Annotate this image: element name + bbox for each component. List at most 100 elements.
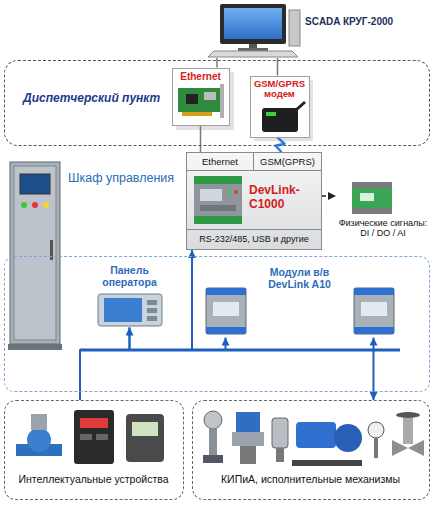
signal-module-icon [352,182,392,188]
smart-device-icons [27,428,51,452]
control-cabinet-icon [32,202,38,208]
io-module-icon [354,288,394,295]
io-module-icon [361,302,387,316]
io-module-icon [206,288,246,334]
controller-icon [186,152,322,250]
controller-box: EthernetGSM(GPRS)DevLink-C1000RS-232/485… [186,152,322,250]
field-device-icons [203,455,223,463]
scada-computer: SCADA КРУГ-2000 [205,2,405,58]
controller-icon [194,176,242,224]
smart-device-icons [132,422,158,436]
network-card-icon [220,84,224,118]
signal-module-icon [360,193,374,201]
io-modules: Модули в/в DevLink A10 [200,262,400,338]
signals-label: Физические сигналы: DI / DO / AI [336,218,430,239]
connector-group [80,58,374,400]
operator-panel-icon [147,308,157,313]
smart-device-icons [80,418,108,428]
io-module-icon [206,288,394,334]
control-cabinet-icon [14,166,56,340]
operator-panel-icon [98,294,162,326]
field-device-icons [296,422,336,448]
field-device-icons [292,460,362,466]
smart-device-icons [16,410,164,464]
gsm-modem-box: GSM/GPRS модем [250,76,310,138]
field-device-icons [204,411,222,429]
smart-device-icons [74,410,114,464]
operator-panel: Панель оператора [88,262,172,328]
controller-icon [200,189,222,201]
physical-signals: Физические сигналы: DI / DO / AI [336,176,430,248]
controller-icon [234,190,238,194]
network-cable [200,126,202,153]
signal-module-icon [352,182,392,214]
bus-link [373,338,375,401]
field-device-icons [203,411,424,466]
gsm-modem-icon [262,108,298,132]
controller-icon [194,216,242,224]
io-module-icon [213,302,239,316]
dispatch-region: EthernetGSM/GPRS модемДиспетчерский пунк… [4,60,430,146]
field-device-icons [403,418,413,444]
control-cabinet-icon [8,344,62,350]
cabinet-region: Панель оператораМодули в/в DevLink A10Шк… [4,256,430,392]
control-cabinet-icon [10,162,60,344]
smart-device-icons [126,414,164,462]
modules-label: Модули в/в DevLink A10 [252,266,348,291]
panel-label: Панель оператора [88,264,172,289]
controller-icon [200,205,236,211]
region-title: Шкаф управления [68,171,174,185]
field-device-icons [240,446,256,464]
card-label: Ethernet [173,71,229,82]
control-cabinet-icon [50,240,53,260]
field-device-icons [368,422,384,438]
io-module-icon [206,288,246,295]
field-device-icons [236,412,260,432]
bus-link [80,328,130,401]
region-title: КИПиА, исполнительные механизмы [193,473,428,485]
computer-icon [208,4,300,57]
control-cabinet-icon [43,202,49,208]
signal-module-icon [352,182,392,214]
operator-panel-icon [147,316,157,321]
device-name: DevLink-C1000 [249,183,319,212]
field-device-icons [232,432,264,446]
signal-module-icon [352,208,392,214]
control-cabinet-icon [21,202,27,208]
network-card-icon [178,88,220,112]
gsm-modem-icon [296,102,305,110]
computer-icon [208,51,298,57]
computer-icon [224,8,282,39]
network-card-icon [186,94,198,104]
field-device-icons [272,418,288,448]
radio-link [276,138,285,153]
smart-devices-region: Интеллектуальные устройства [4,400,184,500]
gsm-modem-icon [251,77,313,141]
port-cell: Ethernet [187,153,254,171]
io-module-icon [354,327,394,334]
smart-device-icons [31,414,47,430]
operator-panel-icon [104,298,142,322]
control-cabinet-icon [20,174,50,194]
field-devices-region: КИПиА, исполнительные механизмы [192,400,430,500]
smart-device-icons [96,434,108,440]
signal-arrow [322,195,336,196]
field-device-icons [396,412,420,418]
computer-label: SCADA КРУГ-2000 [305,16,393,27]
field-device-icons [334,424,362,452]
computer-icon [289,10,300,46]
gsm-modem-icon [266,112,276,116]
controller-icon [194,176,242,184]
bus-link [192,250,226,350]
io-module-icon [354,288,394,334]
controller-icon [228,190,232,194]
network-card-icon [173,69,234,130]
field-device-icons [374,438,378,458]
network-card-icon [173,69,230,126]
io-module-icon [206,327,246,334]
network-card-icon [182,112,212,116]
modem-label: GSM/GPRS модем [251,79,309,101]
computer-icon [220,4,286,44]
gsm-modem-icon [251,77,310,138]
